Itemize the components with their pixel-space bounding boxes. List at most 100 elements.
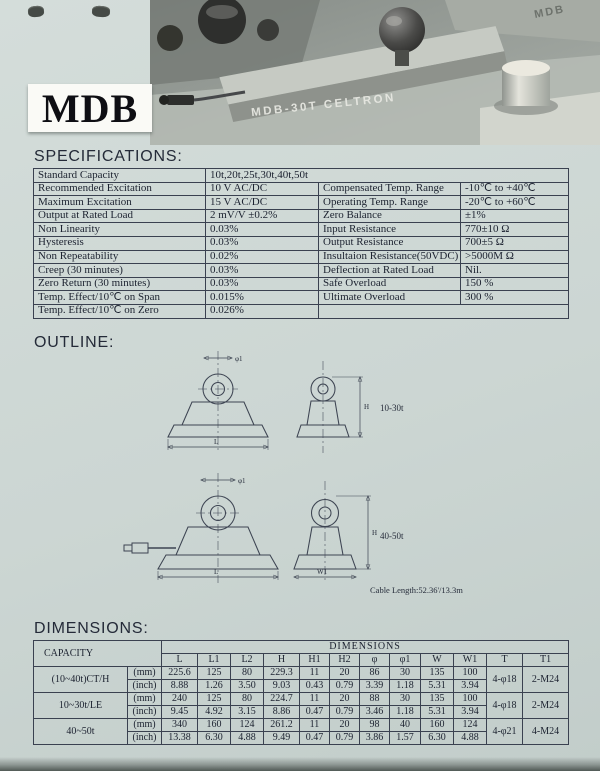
dim-cell: 4.88	[230, 731, 264, 745]
capacity-cell: (10~40t)CT/H	[33, 666, 128, 693]
dim-cell: 225.6	[161, 666, 198, 680]
spec-label: Deflection at Rated Load	[318, 263, 461, 278]
spec-value: ±1%	[459, 208, 570, 224]
dim-cell: 0.43	[299, 679, 330, 693]
dim-cell: 0.79	[329, 731, 360, 745]
dim-cell: 11	[299, 666, 330, 680]
dim-cell: 1.18	[389, 705, 421, 719]
photo-shadow-area	[150, 0, 320, 85]
spec-value: 770±10 Ω	[459, 222, 570, 237]
outline-front-view-large: φ1 L	[123, 473, 279, 583]
dim-cell: 125	[197, 692, 231, 706]
dims-row-inch: (inch) 13.38 6.30 4.88 9.49 0.47 0.79 3.…	[34, 731, 569, 745]
dims-columns-row: L L1 L2 H H1 H2 φ φ1 W W1 T T1	[34, 653, 570, 667]
photo-cable-connector	[167, 95, 194, 105]
spec-label: Hysteresis	[33, 235, 206, 251]
spec-value: -20℃ to +60℃	[459, 195, 570, 210]
outline-side-view-small: H	[296, 361, 369, 453]
screw-mark-icon	[27, 5, 45, 18]
dim-col-header: W	[420, 653, 454, 667]
dim-cell: 124	[453, 718, 487, 732]
dim-cell: 3.86	[359, 731, 390, 745]
dim-cell: 98	[359, 718, 390, 732]
spec-value: 0.026%	[205, 303, 319, 319]
dim-label-h: H	[364, 403, 369, 411]
page-bottom-shadow	[0, 757, 600, 771]
dim-col-header: φ	[359, 653, 390, 667]
outline-drawing: φ1 L H 10-30t φ1	[123, 351, 463, 595]
dim-cell: 9.49	[263, 731, 300, 745]
dim-cell: 11	[299, 718, 330, 732]
spec-value: -10℃ to +40℃	[459, 181, 570, 197]
photo-knob-highlight	[206, 5, 238, 19]
dim-cell-t1: 2-M24	[521, 666, 570, 693]
spec-label: Insultaion Resistance(50VDC)	[318, 249, 461, 265]
dim-cell: 100	[453, 666, 487, 680]
dimensions-heading: DIMENSIONS:	[34, 620, 149, 637]
spec-value: 0.015%	[205, 290, 319, 305]
dim-col-header: T	[486, 653, 523, 667]
unit-cell: (mm)	[127, 718, 162, 732]
dim-cell: 9.45	[161, 705, 198, 719]
dim-col-header: W1	[453, 653, 487, 667]
dim-cell: 6.30	[197, 731, 231, 745]
dim-cell: 3.46	[359, 705, 390, 719]
spec-row: Output at Rated Load 2 mV/V ±0.2% Zero B…	[33, 208, 570, 224]
photo-knob	[257, 19, 279, 41]
dim-col-header: H1	[299, 653, 330, 667]
dim-cell: 30	[389, 692, 421, 706]
brand-text: MDB	[41, 85, 139, 131]
dim-label-phi1: φ1	[238, 477, 246, 485]
outline-front-view-small: φ1 L	[167, 351, 269, 453]
dim-cell-t1: 2-M24	[521, 692, 570, 719]
dim-cell: 3.94	[453, 679, 487, 693]
dim-cell: 0.47	[299, 731, 330, 745]
dimensions-group-header: DIMENSIONS	[160, 640, 570, 654]
spec-label: Temp. Effect/10℃ on Zero	[33, 303, 206, 319]
unit-cell: (inch)	[127, 731, 162, 745]
spec-row: Recommended Excitation 10 V AC/DC Compen…	[33, 181, 570, 197]
unit-cell: (mm)	[127, 666, 162, 680]
photo-knob	[157, 25, 183, 51]
spec-value: 15 V AC/DC	[205, 195, 319, 210]
capacity-cell: 40~50t	[33, 718, 128, 745]
dim-cell: 5.31	[420, 679, 454, 693]
dim-cell: 40	[389, 718, 421, 732]
dim-cell-t: 4-φ18	[486, 666, 523, 693]
spec-row: Standard Capacity 10t,20t,25t,30t,40t,50…	[33, 168, 570, 183]
specifications-table: Standard Capacity 10t,20t,25t,30t,40t,50…	[33, 168, 570, 319]
dim-col-header: L1	[197, 653, 231, 667]
unit-cell: (inch)	[127, 679, 162, 693]
spec-row: Temp. Effect/10℃ on Zero 0.026%	[33, 303, 570, 319]
dim-cell: 20	[329, 666, 360, 680]
spec-value: 2 mV/V ±0.2%	[205, 208, 319, 224]
spec-value: Nil.	[459, 263, 570, 278]
dim-cell: 20	[329, 692, 360, 706]
range-label-10-30t: 10-30t	[380, 403, 404, 413]
spec-row: Zero Return (30 minutes) 0.03% Safe Over…	[33, 276, 570, 292]
capacity-cell: 10~30t/LE	[33, 692, 128, 719]
dim-cell: 261.2	[263, 718, 300, 732]
dim-cell: 3.15	[230, 705, 264, 719]
dim-cell: 124	[230, 718, 264, 732]
dimensions-table: CAPACITY DIMENSIONS L L1 L2 H H1 H2 φ φ1…	[33, 640, 570, 745]
dim-cell-t1: 4-M24	[521, 718, 570, 745]
photo-cylinder-top	[502, 60, 550, 76]
spec-value: 0.03%	[205, 263, 319, 278]
spec-value: 0.03%	[205, 276, 319, 292]
dim-cell: 0.79	[329, 705, 360, 719]
dim-cell: 4.88	[453, 731, 487, 745]
spec-label: Input Resistance	[318, 222, 461, 237]
spec-label: Creep (30 minutes)	[33, 263, 206, 278]
spec-row: Maximum Excitation 15 V AC/DC Operating …	[33, 195, 570, 210]
dims-row-inch: (inch) 8.88 1.26 3.50 9.03 0.43 0.79 3.3…	[34, 679, 569, 693]
dim-cell: 160	[420, 718, 454, 732]
dim-cell: 3.50	[230, 679, 264, 693]
photo-ball	[379, 7, 425, 53]
dim-cell: 4.92	[197, 705, 231, 719]
spec-value: 10t,20t,25t,30t,40t,50t	[204, 168, 570, 183]
dim-label-h: H	[372, 529, 377, 537]
brand-box: MDB	[28, 84, 152, 132]
dim-cell-t: 4-φ21	[486, 718, 523, 745]
capacity-header: CAPACITY	[33, 640, 162, 667]
